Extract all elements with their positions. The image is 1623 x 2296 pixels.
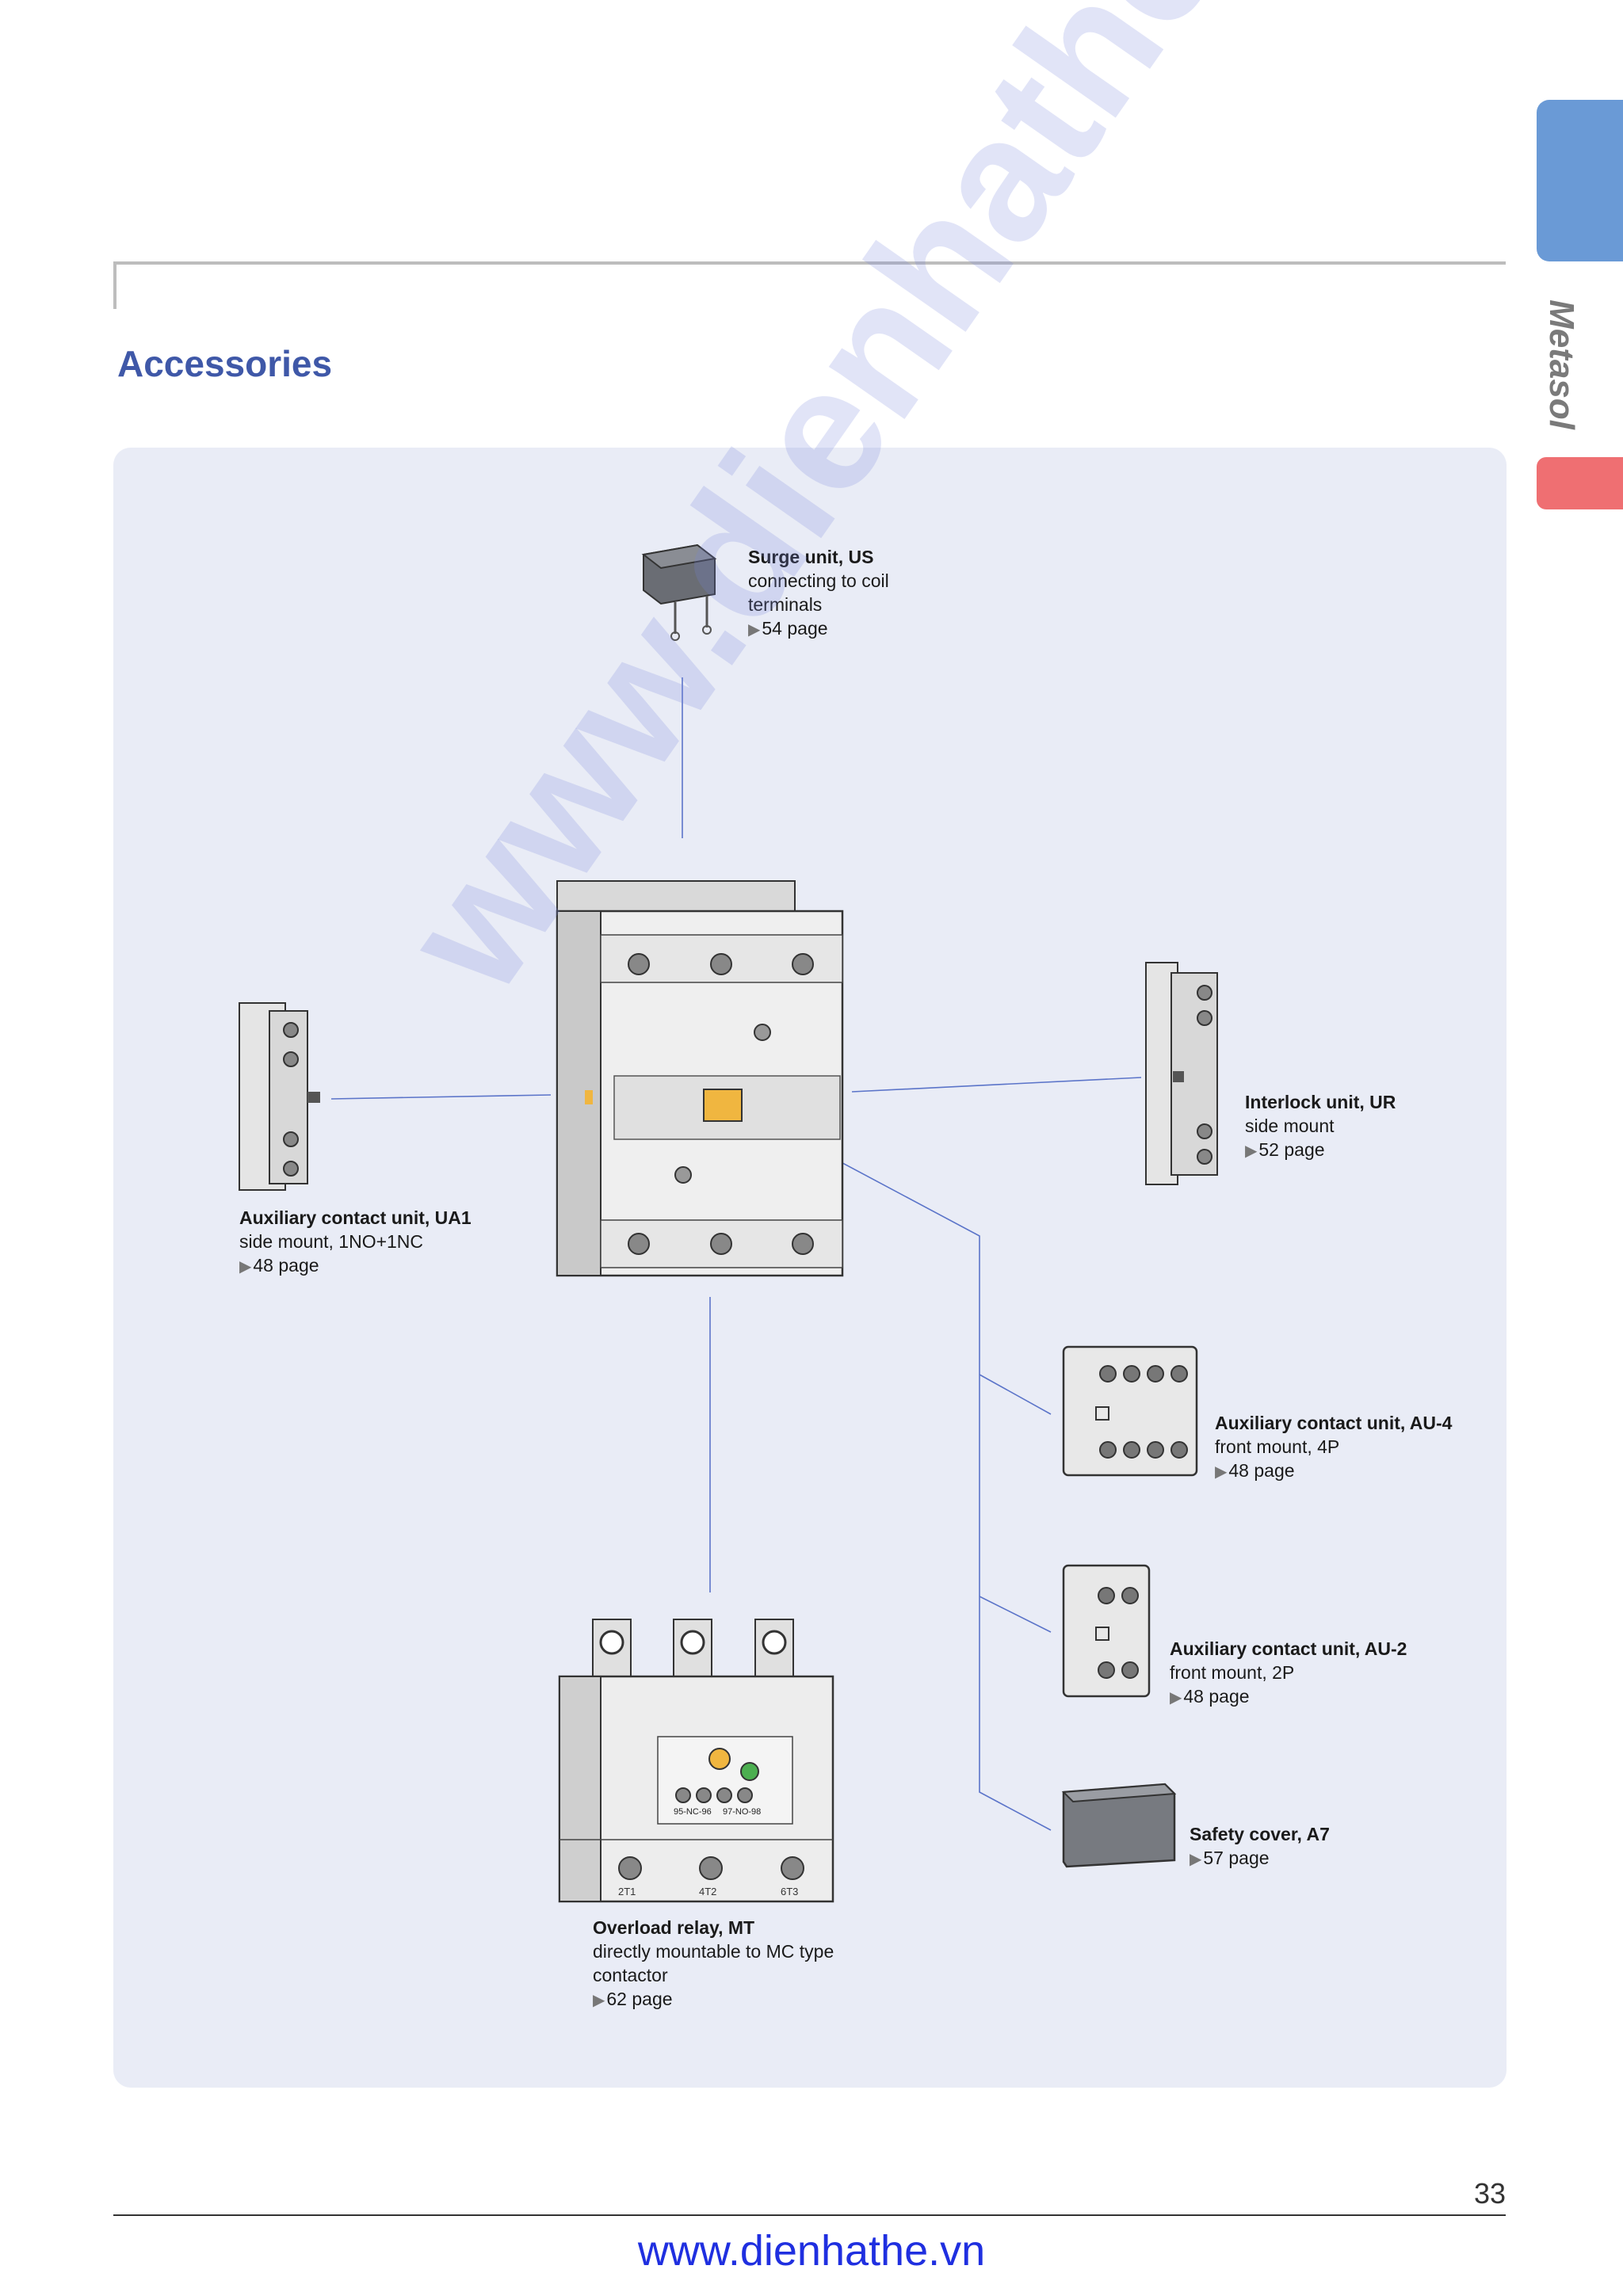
page-ref[interactable]: ▶54 page: [748, 618, 828, 639]
relay-terminal-t2: 4T2: [699, 1886, 716, 1897]
accessory-desc: connecting to coil terminals: [748, 570, 889, 615]
accessory-desc: front mount, 2P: [1170, 1662, 1295, 1683]
side-aux-contact-image: [239, 1002, 320, 1191]
overload-relay-image: 95-NC-96 97-NO-98 2T1 4T2 6T3: [558, 1619, 834, 1903]
triangle-arrow-icon: ▶: [748, 621, 761, 639]
accessory-label-au4: Auxiliary contact unit, AU-4 front mount…: [1215, 1411, 1484, 1484]
bottom-rule: [113, 2214, 1506, 2216]
page-ref[interactable]: ▶57 page: [1190, 1848, 1270, 1868]
page-ref[interactable]: ▶48 page: [1170, 1686, 1250, 1707]
footer-url[interactable]: www.dienhathe.vn: [637, 2227, 986, 2275]
surge-unit-image: [641, 543, 717, 641]
relay-nc-mark: 95-NC-96: [674, 1807, 712, 1817]
relay-terminal-t1: 2T1: [618, 1886, 636, 1897]
aux-contact-2p-image: [1062, 1564, 1151, 1698]
page-number: 33: [1473, 2177, 1506, 2210]
accessory-label-surge-unit: Surge unit, US connecting to coil termin…: [748, 545, 938, 642]
accessory-name: Auxiliary contact unit, AU-2: [1170, 1638, 1407, 1659]
side-tab-blue: [1537, 100, 1623, 261]
accessory-desc: side mount: [1245, 1116, 1335, 1136]
accessory-name: Overload relay, MT: [593, 1917, 755, 1938]
accessory-desc: directly mountable to MC type contactor: [593, 1941, 834, 1985]
triangle-arrow-icon: ▶: [1190, 1851, 1202, 1868]
triangle-arrow-icon: ▶: [239, 1258, 252, 1276]
side-tab-red: [1537, 457, 1623, 509]
page-ref[interactable]: ▶48 page: [239, 1255, 319, 1276]
accessory-label-ua1: Auxiliary contact unit, UA1 side mount, …: [239, 1206, 525, 1279]
page-ref[interactable]: ▶52 page: [1245, 1139, 1325, 1160]
page-ref[interactable]: ▶62 page: [593, 1989, 673, 2009]
page-ref[interactable]: ▶48 page: [1215, 1460, 1295, 1481]
relay-no-mark: 97-NO-98: [723, 1807, 761, 1817]
accessory-desc: side mount, 1NO+1NC: [239, 1231, 424, 1252]
accessory-label-ur: Interlock unit, UR side mount ▶52 page: [1245, 1090, 1483, 1163]
triangle-arrow-icon: ▶: [1245, 1142, 1258, 1160]
triangle-arrow-icon: ▶: [1170, 1689, 1182, 1707]
connector-lines: [330, 677, 1142, 1831]
contactor-image: [556, 880, 844, 1277]
relay-terminal-t3: 6T3: [781, 1886, 798, 1897]
interlock-unit-image: [1145, 962, 1218, 1185]
accessory-name: Interlock unit, UR: [1245, 1092, 1396, 1112]
accessory-label-au2: Auxiliary contact unit, AU-2 front mount…: [1170, 1637, 1439, 1710]
accessory-label-mt: Overload relay, MT directly mountable to…: [593, 1916, 846, 2012]
safety-cover-image: [1061, 1783, 1177, 1868]
triangle-arrow-icon: ▶: [593, 1992, 605, 2009]
aux-contact-4p-image: [1062, 1345, 1198, 1477]
accessory-name: Auxiliary contact unit, UA1: [239, 1207, 472, 1228]
top-rule: [113, 261, 1506, 309]
triangle-arrow-icon: ▶: [1215, 1463, 1228, 1481]
accessory-name: Safety cover, A7: [1190, 1824, 1330, 1844]
accessory-name: Surge unit, US: [748, 547, 874, 567]
accessory-desc: front mount, 4P: [1215, 1436, 1340, 1457]
accessory-name: Auxiliary contact unit, AU-4: [1215, 1413, 1453, 1433]
accessory-label-a7: Safety cover, A7 ▶57 page: [1190, 1822, 1396, 1871]
section-title: Accessories: [117, 343, 333, 384]
